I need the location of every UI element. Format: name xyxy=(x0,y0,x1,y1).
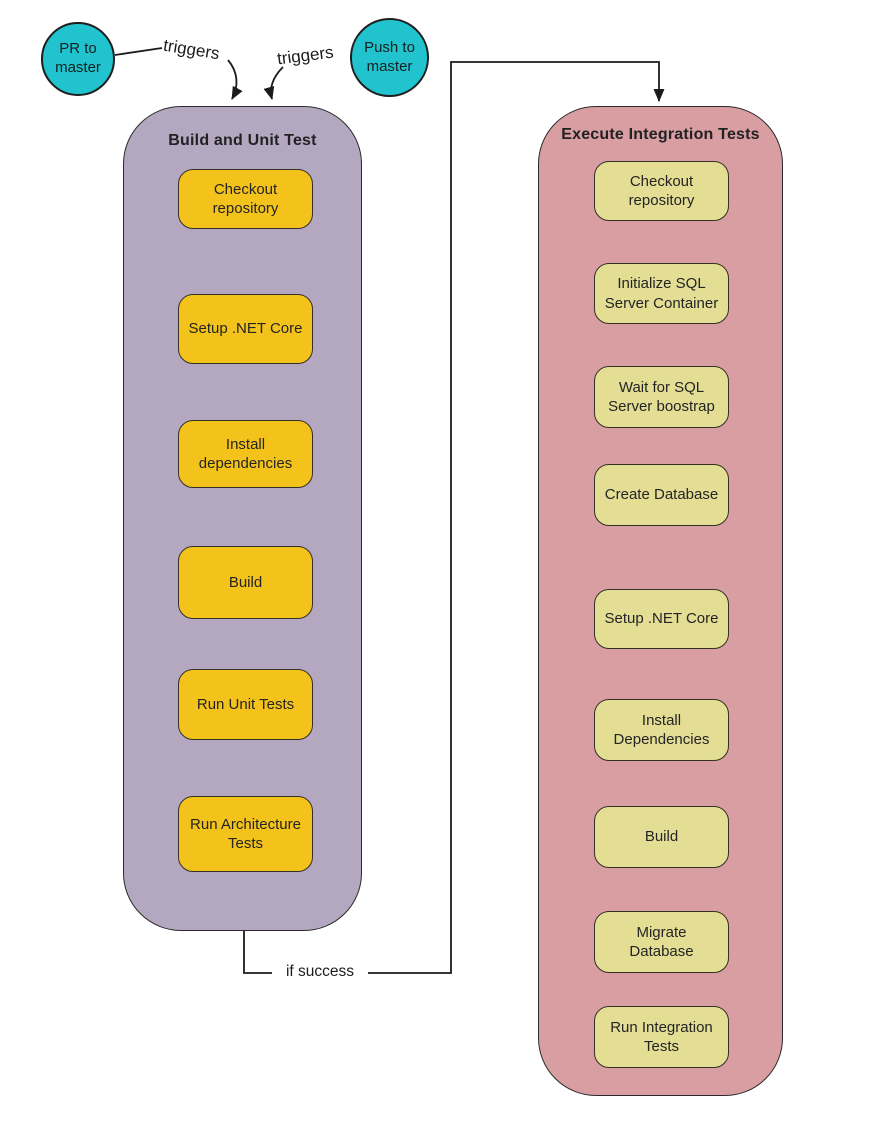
step-run-architecture-tests: Run Architecture Tests xyxy=(178,796,313,872)
build-pipeline-title: Build and Unit Test xyxy=(168,132,317,149)
edge-if-success xyxy=(243,61,665,974)
step-checkout-repository: Checkout repository xyxy=(594,161,729,221)
step-setup-dotnet-core: Setup .NET Core xyxy=(594,589,729,649)
step-build: Build xyxy=(178,546,313,619)
start-node-label: PR to master xyxy=(55,40,101,76)
step-install-dependencies: Install Dependencies xyxy=(594,699,729,761)
step-setup-dotnet-core: Setup .NET Core xyxy=(178,294,313,364)
start-node-label: Push to master xyxy=(364,38,415,75)
edge-pr-triggers-curve xyxy=(227,59,243,100)
step-create-database: Create Database xyxy=(594,464,729,526)
start-node-push-to-master: Push to master xyxy=(350,18,429,97)
integration-pipeline-title: Execute Integration Tests xyxy=(561,126,760,143)
edge-pr-triggers-line xyxy=(114,47,163,56)
step-migrate-database: Migrate Database xyxy=(594,911,729,973)
edge-label-if-success: if success xyxy=(272,962,368,982)
step-wait-for-sql-server-boostrap: Wait for SQL Server boostrap xyxy=(594,366,729,428)
start-node-pr-to-master: PR to master xyxy=(41,22,115,96)
step-run-unit-tests: Run Unit Tests xyxy=(178,669,313,740)
step-build: Build xyxy=(594,806,729,868)
step-initialize-sql-server-container: Initialize SQL Server Container xyxy=(594,263,729,324)
edge-push-triggers-curve xyxy=(263,66,284,100)
build-pipeline-container: Build and Unit Test Checkout repository … xyxy=(123,106,362,931)
step-run-integration-tests: Run Integration Tests xyxy=(594,1006,729,1068)
step-install-dependencies: Install dependencies xyxy=(178,420,313,488)
integration-pipeline-container: Execute Integration Tests Checkout repos… xyxy=(538,106,783,1096)
step-checkout-repository: Checkout repository xyxy=(178,169,313,229)
